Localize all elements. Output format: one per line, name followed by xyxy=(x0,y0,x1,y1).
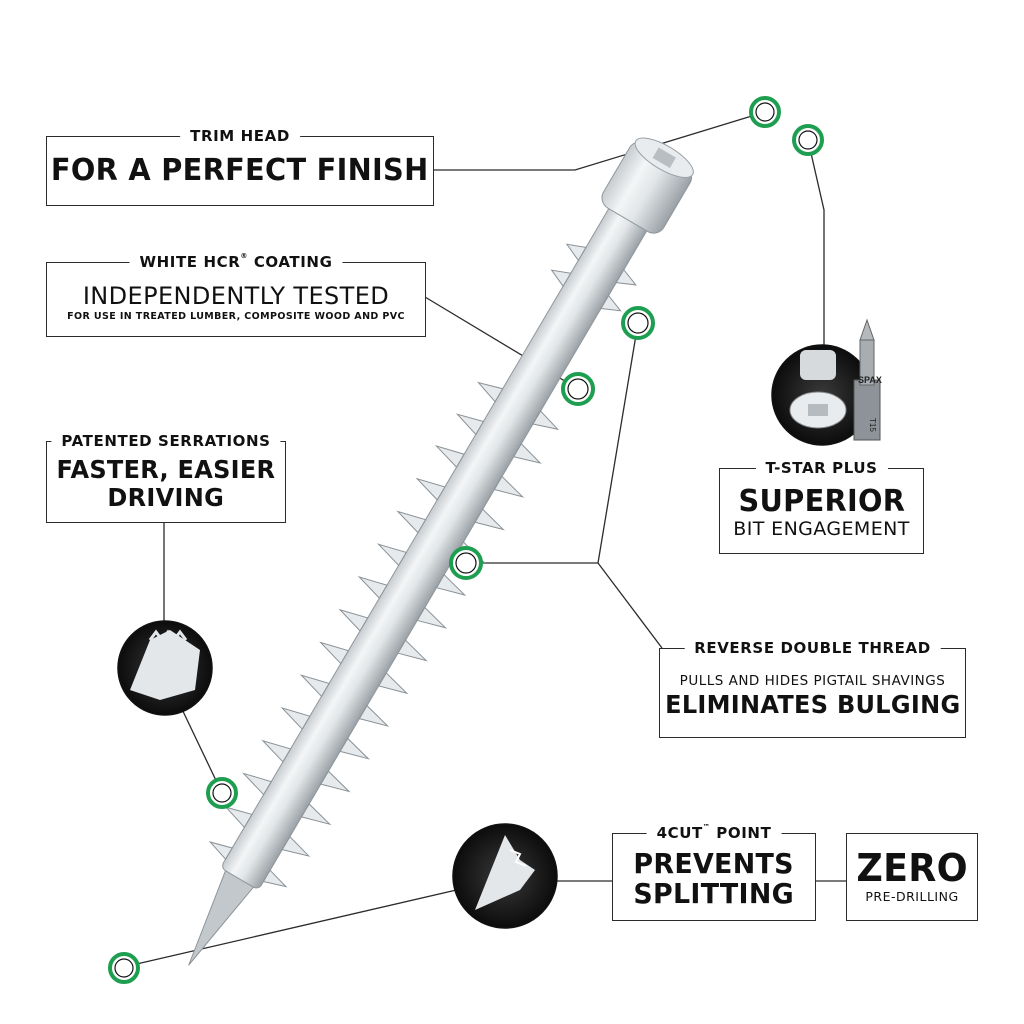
zero-headline: ZERO xyxy=(856,846,968,890)
point-caption: 4CUT™ POINT xyxy=(646,823,782,843)
point-headline-line2: SPLITTING xyxy=(633,877,795,910)
point-magnifier xyxy=(452,823,558,929)
point-headline-line1: PREVENTS xyxy=(633,847,795,880)
lower-thread-marker-icon xyxy=(449,546,483,580)
tstar-recess-marker-icon xyxy=(792,124,824,156)
reverse-thread-headline: ELIMINATES BULGING xyxy=(664,690,961,719)
callout-serrations: PATENTED SERRATIONS FASTER, EASIER DRIVI… xyxy=(46,431,286,523)
tstar-headline: SUPERIOR xyxy=(738,484,905,519)
leader-lines xyxy=(127,111,846,967)
serrations-marker-icon xyxy=(206,777,238,809)
serrations-headline-line1: FASTER, EASIER xyxy=(56,455,276,484)
markers xyxy=(108,96,824,984)
tstar-bit-magnifier xyxy=(771,318,881,446)
coating-marker-icon xyxy=(561,372,595,406)
serrations-headline-line2: DRIVING xyxy=(107,483,225,512)
tstar-detail: BIT ENGAGEMENT xyxy=(733,518,910,540)
coating-caption: WHITE HCR® COATING xyxy=(129,252,343,272)
coating-detail: FOR USE IN TREATED LUMBER, COMPOSITE WOO… xyxy=(67,310,405,322)
thread-flights xyxy=(208,243,637,888)
bit-brand-label: SPAX xyxy=(858,375,882,385)
callout-coating: WHITE HCR® COATING INDEPENDENTLY TESTED … xyxy=(46,252,426,337)
upper-thread-marker-icon xyxy=(621,306,655,340)
callout-point: 4CUT™ POINT PREVENTS SPLITTING xyxy=(612,823,816,921)
callout-trim-head: TRIM HEAD FOR A PERFECT FINISH xyxy=(46,126,434,206)
callout-tstar: T-STAR PLUS SUPERIOR BIT ENGAGEMENT xyxy=(719,458,924,554)
bit-size-label: T15 xyxy=(868,418,877,432)
callout-zero: ZERO PRE-DRILLING xyxy=(846,833,978,921)
reverse-thread-caption: REVERSE DOUBLE THREAD xyxy=(684,638,941,658)
serrations-magnifier xyxy=(117,620,213,716)
trim-head-caption: TRIM HEAD xyxy=(180,126,300,146)
serrations-caption: PATENTED SERRATIONS xyxy=(51,431,281,451)
trim-head-headline: FOR A PERFECT FINISH xyxy=(51,153,429,188)
screw-body xyxy=(188,137,694,966)
trim-head-marker-icon xyxy=(749,96,781,128)
reverse-thread-detail: PULLS AND HIDES PIGTAIL SHAVINGS xyxy=(679,673,946,689)
zero-detail: PRE-DRILLING xyxy=(865,889,959,904)
callout-reverse-thread: REVERSE DOUBLE THREAD PULLS AND HIDES PI… xyxy=(659,638,966,738)
tstar-caption: T-STAR PLUS xyxy=(755,458,888,478)
point-marker-icon xyxy=(108,952,140,984)
coating-headline: INDEPENDENTLY TESTED xyxy=(82,281,390,310)
